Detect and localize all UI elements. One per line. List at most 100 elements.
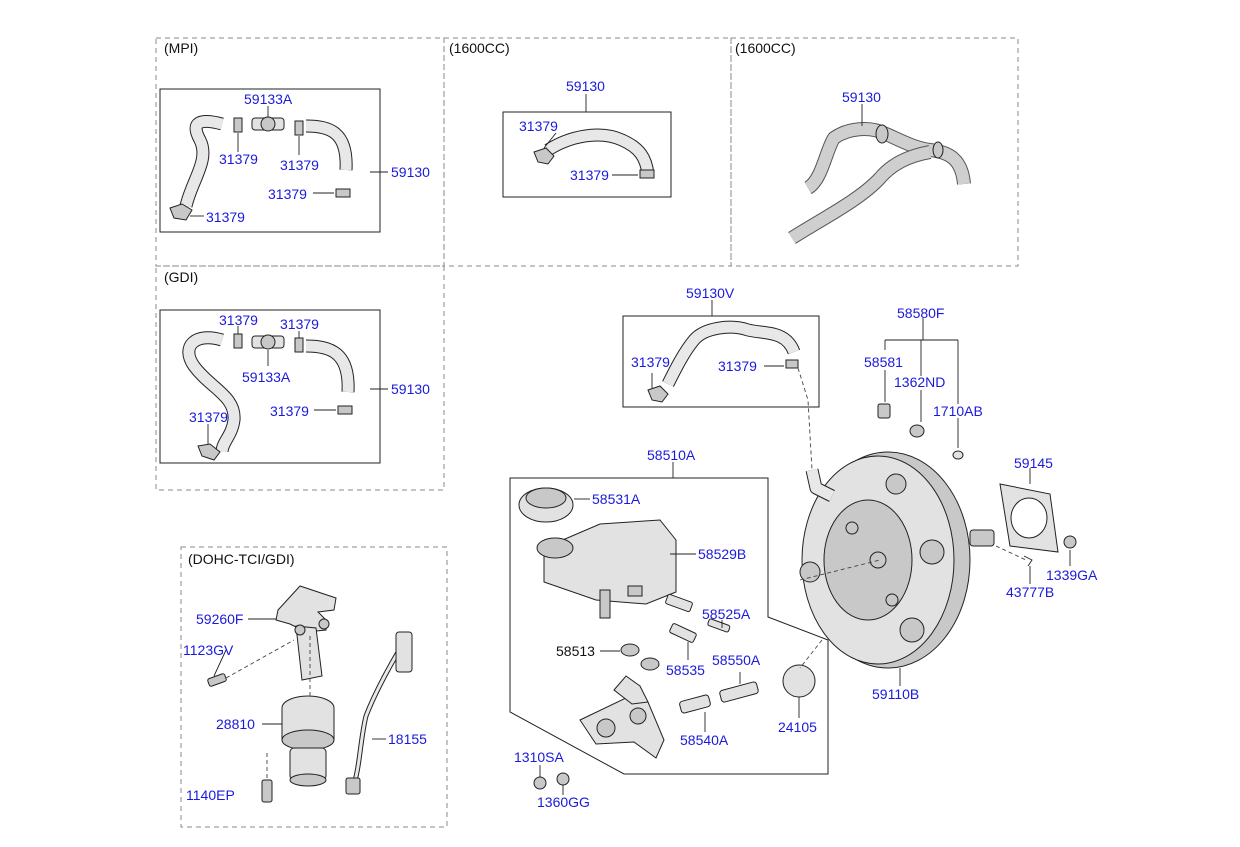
label-31379[interactable]: 31379	[270, 403, 309, 419]
label-59133a[interactable]: 59133A	[242, 369, 291, 385]
label-58535[interactable]: 58535	[666, 662, 705, 678]
bolt-1140ep	[261, 779, 273, 803]
1600cc-frame-b	[730, 37, 1019, 267]
seal-58550a	[719, 681, 759, 703]
gasket-24105	[782, 664, 816, 698]
reservoir-plug	[665, 593, 693, 613]
1600cc-3d-clamp	[875, 124, 889, 144]
gdi-clamp-b	[294, 337, 304, 353]
master-cylinder-group: 58510A 58531A 58529B 58525A 58513 58535 …	[509, 447, 829, 810]
label-59260f[interactable]: 59260F	[196, 611, 243, 627]
label-31379[interactable]: 31379	[219, 151, 258, 167]
label-58513[interactable]: 58513	[556, 643, 595, 659]
bolt-58525a	[707, 618, 731, 633]
pin-43777b	[1023, 555, 1033, 567]
1600cc-clamp-a	[533, 147, 555, 165]
grommet-b	[640, 657, 660, 671]
vacuum-hose-box	[622, 315, 820, 408]
reservoir-body	[543, 519, 677, 605]
label-31379[interactable]: 31379	[206, 209, 245, 225]
check-valve-58581	[877, 403, 891, 419]
1600cc-clamp-b	[639, 169, 655, 179]
1600cc-b-group: 59130	[788, 89, 971, 244]
label-31379[interactable]: 31379	[570, 167, 609, 183]
label-58580f[interactable]: 58580F	[897, 305, 944, 321]
label-24105[interactable]: 24105	[778, 719, 817, 735]
gdi-clamp-c	[337, 405, 353, 415]
section-frames	[155, 37, 1019, 828]
label-31379[interactable]: 31379	[631, 354, 670, 370]
label-1710ab[interactable]: 1710AB	[933, 403, 983, 419]
vacuum-clamp-b	[785, 359, 799, 369]
dohc-frame	[180, 546, 448, 828]
grommet-1362nd	[909, 424, 925, 438]
gdi-detail-box	[159, 309, 381, 464]
label-58550a[interactable]: 58550A	[712, 652, 761, 668]
label-1339ga[interactable]: 1339GA	[1046, 567, 1098, 583]
label-59130[interactable]: 59130	[391, 381, 430, 397]
washer-1360gg	[556, 772, 570, 786]
mpi-detail-box	[159, 88, 381, 233]
1600cc-a-group: 59130 31379 31379	[502, 78, 672, 198]
section-title-1600cc-a: (1600CC)	[449, 40, 510, 56]
pushrod-boot	[969, 529, 995, 547]
label-1140ep[interactable]: 1140EP	[186, 787, 235, 803]
label-1362nd[interactable]: 1362ND	[894, 374, 945, 390]
gdi-group: 31379 31379 59133A 59130 31379 31379	[159, 309, 430, 464]
section-title-mpi: (MPI)	[164, 40, 198, 56]
gdi-clamp-d	[197, 443, 221, 461]
section-title-gdi: (GDI)	[164, 269, 198, 285]
label-18155[interactable]: 18155	[388, 731, 427, 747]
master-cylinder-box	[509, 477, 829, 775]
label-59130[interactable]: 59130	[391, 164, 430, 180]
dohc-group: 59260F 1123GV 28810 18155 1140EP	[183, 585, 427, 803]
label-58510a[interactable]: 58510A	[647, 447, 696, 463]
grommet-58513	[620, 643, 640, 657]
label-1360gg[interactable]: 1360GG	[537, 794, 590, 810]
label-59130[interactable]: 59130	[842, 89, 881, 105]
label-1310sa[interactable]: 1310SA	[514, 749, 564, 765]
gdi-clamp-a	[233, 333, 243, 349]
mpi-clamp-d	[169, 203, 193, 221]
label-31379[interactable]: 31379	[280, 316, 319, 332]
label-59145[interactable]: 59145	[1014, 455, 1053, 471]
1600cc-frame-a	[443, 37, 732, 267]
label-31379[interactable]: 31379	[189, 409, 228, 425]
vacuum-hose-group: 59130V 31379 31379	[622, 285, 820, 471]
label-31379[interactable]: 31379	[718, 358, 757, 374]
connector-18155	[395, 631, 413, 673]
label-31379[interactable]: 31379	[280, 157, 319, 173]
sensor-58535	[669, 623, 697, 643]
label-1123gv[interactable]: 1123GV	[183, 642, 234, 658]
bolt-1123gv	[207, 673, 227, 687]
section-title-dohc: (DOHC-TCI/GDI)	[188, 551, 295, 567]
section-title-1600cc-b: (1600CC)	[735, 40, 796, 56]
label-43777b[interactable]: 43777B	[1006, 584, 1054, 600]
vacuum-clamp-a	[647, 385, 669, 403]
label-31379[interactable]: 31379	[519, 118, 558, 134]
label-59133a[interactable]: 59133A	[244, 91, 293, 107]
label-59130[interactable]: 59130	[566, 78, 605, 94]
oring-1710ab	[952, 450, 964, 460]
label-59130v[interactable]: 59130V	[686, 285, 735, 301]
label-28810[interactable]: 28810	[216, 716, 255, 732]
nut-1310sa	[533, 776, 547, 790]
label-58581[interactable]: 58581	[864, 354, 903, 370]
mpi-clamp-c	[335, 188, 351, 198]
label-59110b[interactable]: 59110B	[872, 686, 919, 702]
label-31379[interactable]: 31379	[268, 186, 307, 202]
label-58540a[interactable]: 58540A	[680, 732, 729, 748]
mpi-clamp-a	[233, 117, 243, 133]
master-cylinder-body	[579, 695, 665, 759]
label-31379[interactable]: 31379	[219, 312, 258, 328]
mpi-group: 59133A 31379 31379 31379 31379 59130	[159, 88, 430, 233]
label-58531a[interactable]: 58531A	[592, 491, 641, 507]
nut-1339ga	[1063, 535, 1077, 549]
label-58525a[interactable]: 58525A	[702, 606, 751, 622]
brake-booster-group: 58580F 58581 1362ND 1710AB 59145 1339GA …	[799, 305, 1098, 702]
seal-58540a	[679, 694, 711, 714]
gdi-frame	[155, 265, 445, 491]
1600cc-detail-box	[502, 111, 672, 198]
label-58529b[interactable]: 58529B	[698, 546, 746, 562]
